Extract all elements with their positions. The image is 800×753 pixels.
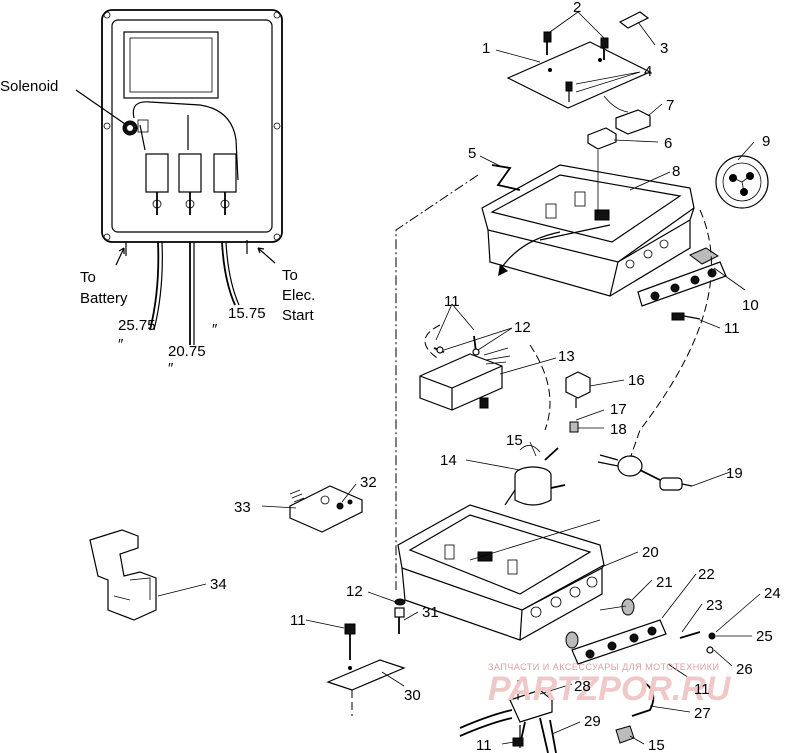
relay-small [565,371,591,433]
label-length-20-75: 20.75 [168,343,206,360]
callout-15-bottom: 15 [648,737,665,753]
callout-12-lower: 12 [346,583,363,600]
construction-line-right [625,209,712,471]
callout-31: 31 [422,604,439,621]
callout-34: 34 [210,576,227,593]
label-to-elec-line3: Start [282,307,315,324]
connector-block [289,485,363,533]
callout-2: 2 [573,0,581,16]
callout-13: 13 [558,348,575,365]
base-plate [326,598,406,716]
label-solenoid: Solenoid [0,78,58,95]
watermark-brand: PARTZPOR.RU [488,670,732,708]
cover-plate-assembly [506,11,652,150]
label-to-battery-line2: Battery [80,290,128,307]
module-assembly [419,335,511,411]
callout-27: 27 [694,705,711,722]
callout-17: 17 [610,401,627,418]
grommet-plate-lower [565,598,716,665]
label-length-15-75: 15.75 [228,305,266,322]
callout-12-module: 12 [514,319,531,336]
callout-15-mid: 15 [506,432,523,449]
callout-7: 7 [666,97,674,114]
callout-23: 23 [706,597,723,614]
label-to-elec-line1: To [282,267,298,284]
callout-11-upper: 11 [724,320,740,337]
callout-11-right: 11 [694,681,710,698]
callout-11-lower: 11 [290,612,306,629]
callout-25: 25 [756,628,773,645]
ignition-coil [597,454,693,491]
callout-18: 18 [610,421,627,438]
callout-8: 8 [672,163,680,180]
callout-9: 9 [762,133,770,150]
callout-29: 29 [584,713,601,730]
connector-disc [715,155,769,209]
lower-cables [459,679,655,753]
callout-33: 33 [234,499,251,516]
wire-lead [491,164,521,191]
callout-14: 14 [440,452,457,469]
construction-line-left [395,174,479,590]
callout-32: 32 [360,474,377,491]
callout-6: 6 [664,135,672,152]
mounting-bracket [89,529,157,621]
callout-11-module: 11 [444,293,460,310]
callout-10: 10 [742,297,759,314]
label-inch-mark-b: ″ [168,360,174,377]
label-to-battery-line1: To [80,269,96,286]
callout-3: 3 [660,40,668,57]
callout-22: 22 [698,566,715,583]
label-inch-mark-c: ″ [212,321,218,338]
callout-11-bottom: 11 [476,737,492,753]
construction-line-mid [529,344,551,431]
callout-19: 19 [726,465,743,482]
callout-4: 4 [644,63,652,80]
label-inch-mark-a: ″ [118,336,124,353]
inset-box-top-view [75,9,283,345]
label-to-elec-line2: Elec. [282,287,315,304]
callout-24: 24 [764,585,781,602]
callout-26: 26 [736,661,753,678]
leader-lines [157,11,761,745]
label-length-25-75: 25.75 [118,317,156,334]
callout-21: 21 [656,574,673,591]
callout-20: 20 [642,544,659,561]
lower-box-housing [397,504,605,641]
callout-1: 1 [482,40,490,57]
callout-5: 5 [468,145,476,162]
watermark-tagline: ЗАПЧАСТИ И АКСЕССУАРЫ ДЛЯ МОТОТЕХНИКИ [488,662,719,672]
construction-line-bracket [424,324,441,361]
upper-box-housing [481,150,727,321]
callout-30: 30 [404,687,421,704]
callout-28: 28 [574,678,591,695]
callout-16: 16 [628,372,645,389]
starter-solenoid [504,445,566,506]
